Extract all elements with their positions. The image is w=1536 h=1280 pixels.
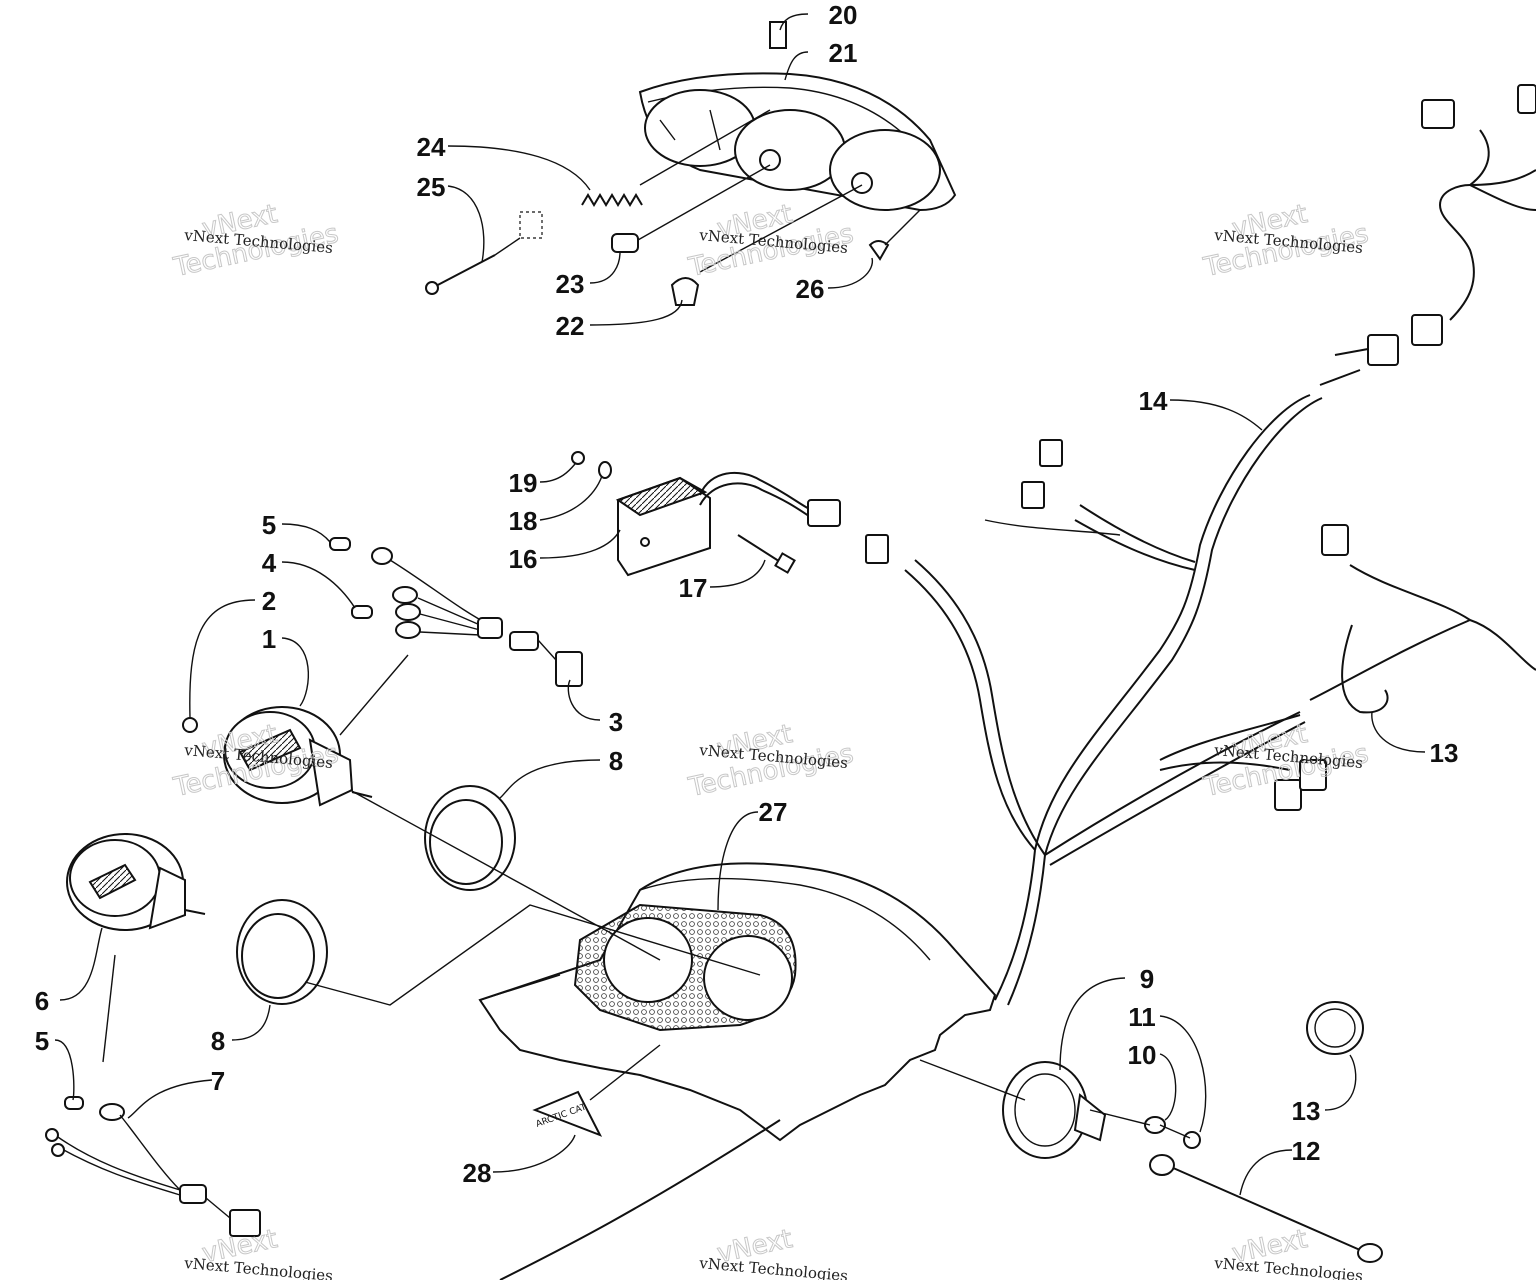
washer-part-18 [598, 461, 612, 479]
callout-18: 18 [509, 506, 538, 536]
screw-part-2 [182, 717, 198, 733]
lower-cable [499, 1119, 781, 1280]
gauge-part-6 [66, 833, 206, 931]
harness-part-14 [865, 84, 1536, 1006]
callout-19: 19 [509, 468, 538, 498]
callout-8-top: 8 [609, 746, 623, 776]
callout-27: 27 [759, 797, 788, 827]
wiring-part-4 [371, 547, 583, 687]
sender-part-9 [1002, 1061, 1107, 1159]
dash-panel-part-27 [478, 862, 997, 1142]
callout-9: 9 [1140, 964, 1154, 994]
clip-part-20 [769, 21, 787, 49]
callout-20: 20 [829, 0, 858, 30]
socket-part-22 [670, 277, 700, 306]
assembly-lines [304, 789, 1191, 1139]
callout-24: 24 [417, 132, 446, 162]
callout-22: 22 [556, 311, 585, 341]
callout-3: 3 [609, 707, 623, 737]
callout-11: 11 [1128, 1002, 1156, 1032]
callout-13-top: 13 [1430, 738, 1459, 768]
bulb-part-5a [329, 537, 351, 551]
decal-part-28: ARCTIC CAT [532, 1090, 603, 1137]
callout-labels: 20 21 24 25 23 22 26 19 18 16 17 5 4 2 1… [35, 0, 1459, 1188]
gauge-part-1 [223, 706, 373, 807]
callout-2: 2 [262, 586, 276, 616]
callout-23: 23 [556, 269, 585, 299]
callout-26: 26 [796, 274, 825, 304]
bulb-part-23 [611, 233, 639, 253]
spring-part-24 [581, 193, 643, 207]
leader-lines [54, 13, 1426, 1196]
bulb-part-5b [64, 1096, 84, 1110]
bolt-part-17 [737, 534, 786, 566]
callout-14: 14 [1139, 386, 1168, 416]
clamp-part-13b [1306, 1001, 1364, 1055]
wiring-part-7 [45, 1103, 261, 1237]
headlight-assembly [638, 21, 957, 212]
screw-part-25 [431, 254, 496, 289]
bulb-part-4 [351, 605, 373, 619]
callout-28: 28 [463, 1158, 492, 1188]
callout-4: 4 [262, 548, 277, 578]
callout-1: 1 [262, 624, 276, 654]
callout-5-top: 5 [262, 510, 276, 540]
nut-part-19 [571, 451, 585, 465]
callout-8-bottom: 8 [211, 1026, 225, 1056]
callout-12: 12 [1292, 1136, 1321, 1166]
callout-13-bottom: 13 [1292, 1096, 1321, 1126]
callout-25: 25 [417, 172, 446, 202]
regulator-part-16 [615, 472, 841, 577]
callout-7: 7 [211, 1066, 225, 1096]
clamp-part-13a [1341, 624, 1389, 714]
callout-5-bottom: 5 [35, 1026, 49, 1056]
callout-10: 10 [1128, 1040, 1157, 1070]
cable-part-12 [1149, 1154, 1383, 1263]
washer-part-10 [1144, 1116, 1166, 1134]
bulb-part-26 [868, 240, 890, 261]
callout-21: 21 [829, 38, 858, 68]
nut-part-11 [1183, 1131, 1201, 1149]
callout-17: 17 [679, 573, 708, 603]
callout-16: 16 [509, 544, 538, 574]
callout-6: 6 [35, 986, 49, 1016]
